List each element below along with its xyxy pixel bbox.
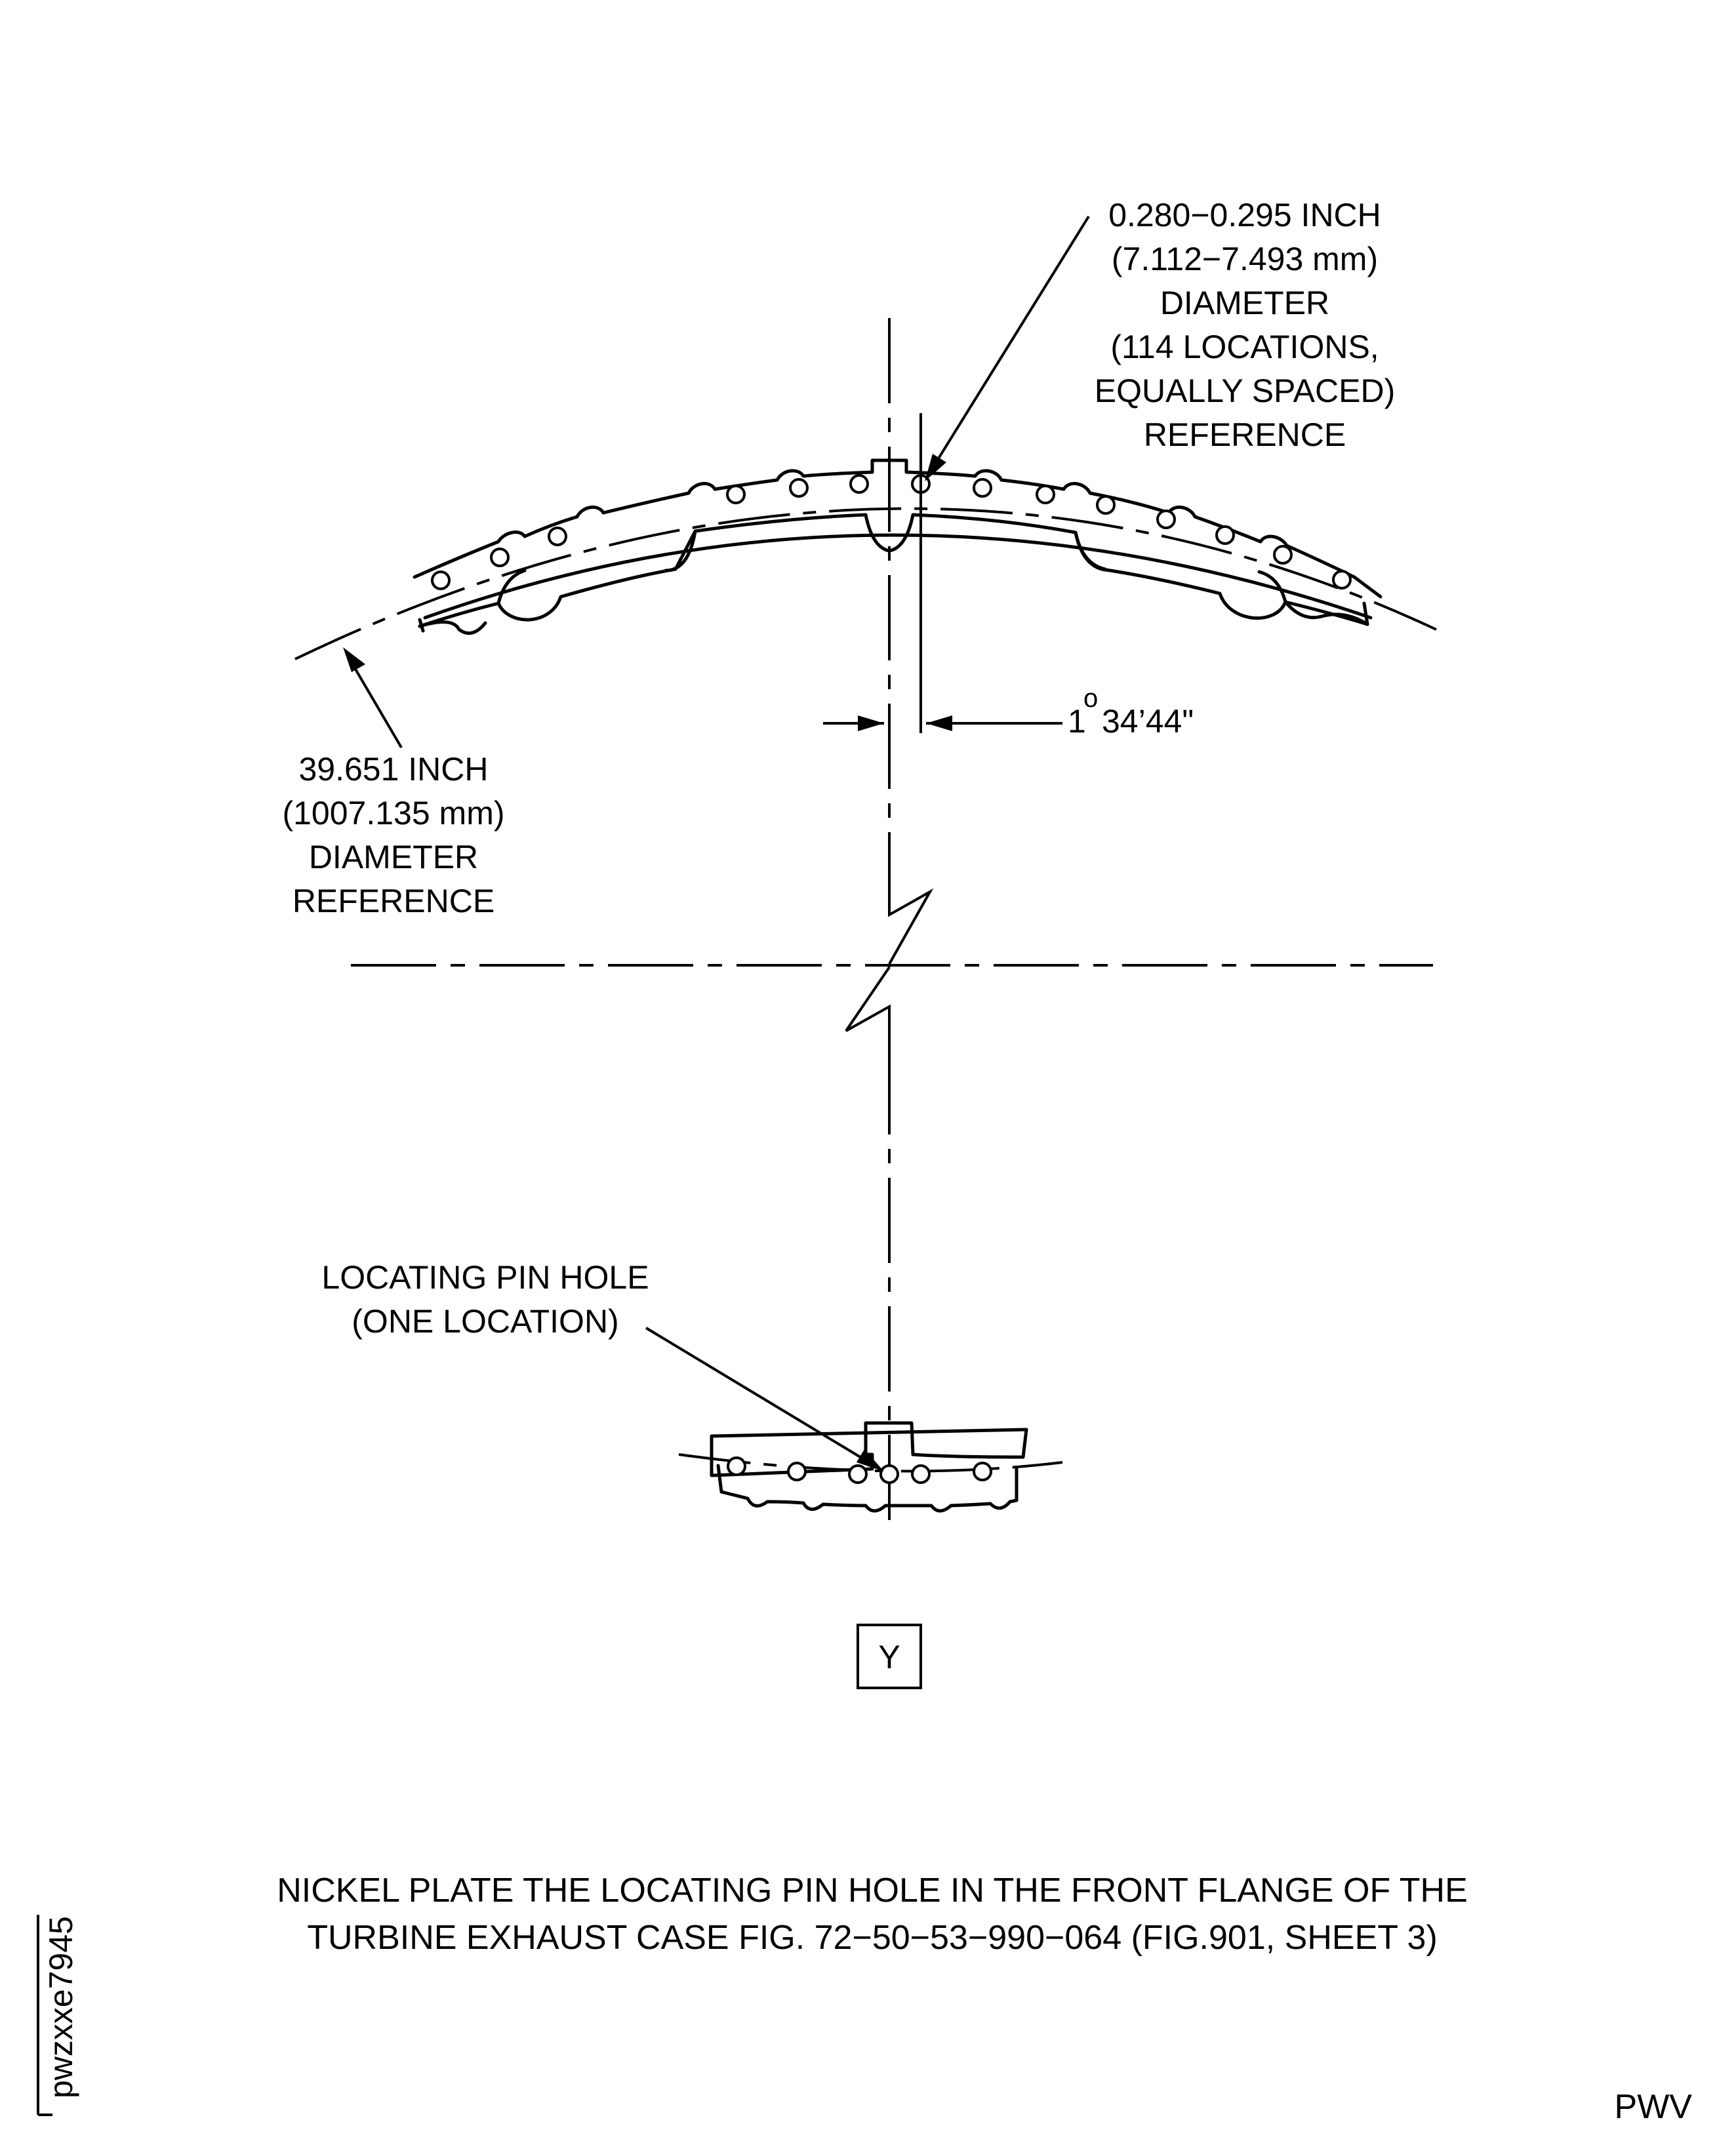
top-flange-segment xyxy=(294,458,1437,660)
pin-hole-label: LOCATING PIN HOLE (ONE LOCATION) xyxy=(321,1259,649,1340)
caption-line-1: NICKEL PLATE THE LOCATING PIN HOLE IN TH… xyxy=(277,1872,1468,1910)
pin-hole-line-2: (ONE LOCATION) xyxy=(352,1303,618,1340)
hole-diameter-line-3: DIAMETER xyxy=(1160,285,1329,321)
vertical-centerline xyxy=(845,318,934,1525)
angle-degrees: 1 xyxy=(1068,703,1086,740)
side-code-group: pwzxxe7945 xyxy=(37,1915,79,2116)
hole-diameter-line-5: EQUALLY SPACED) xyxy=(1095,372,1396,409)
bolt-circle-leader xyxy=(343,647,403,749)
caption: NICKEL PLATE THE LOCATING PIN HOLE IN TH… xyxy=(277,1872,1468,1957)
angle-label: 1 o 34’44" xyxy=(1068,684,1194,740)
hole-diameter-leader xyxy=(925,215,1090,481)
bolt-circle-line-2: (1007.135 mm) xyxy=(282,795,504,831)
bolt-circle-line-3: DIAMETER xyxy=(309,839,478,875)
pin-hole-leader xyxy=(645,1327,884,1472)
angle-dimension xyxy=(823,413,1062,733)
corner-code: PWV xyxy=(1615,2088,1693,2126)
bottom-flange-segment xyxy=(678,1421,1063,1513)
hole-diameter-label: 0.280−0.295 INCH (7.112−7.493 mm) DIAMET… xyxy=(1095,197,1396,453)
hole-diameter-line-2: (7.112−7.493 mm) xyxy=(1112,241,1378,277)
bolt-circle-label: 39.651 INCH (1007.135 mm) DIAMETER REFER… xyxy=(282,751,504,919)
pin-hole-line-1: LOCATING PIN HOLE xyxy=(321,1259,649,1296)
hole-diameter-line-1: 0.280−0.295 INCH xyxy=(1108,197,1381,233)
hole-diameter-line-4: (114 LOCATIONS, xyxy=(1110,329,1379,365)
degree-mark: o xyxy=(1083,684,1098,713)
view-letter-box xyxy=(857,1624,922,1689)
angle-minutes-seconds: 34’44" xyxy=(1102,703,1194,740)
caption-line-2: TURBINE EXHAUST CASE FIG. 72−50−53−990−0… xyxy=(307,1919,1438,1957)
view-letter: Y xyxy=(878,1639,900,1675)
bolt-circle-line-1: 39.651 INCH xyxy=(298,751,488,788)
hole-diameter-line-6: REFERENCE xyxy=(1144,416,1346,453)
side-code: pwzxxe7945 xyxy=(43,1916,79,2098)
locating-pin-hole xyxy=(879,1464,899,1484)
bolt-circle-line-4: REFERENCE xyxy=(293,883,495,919)
